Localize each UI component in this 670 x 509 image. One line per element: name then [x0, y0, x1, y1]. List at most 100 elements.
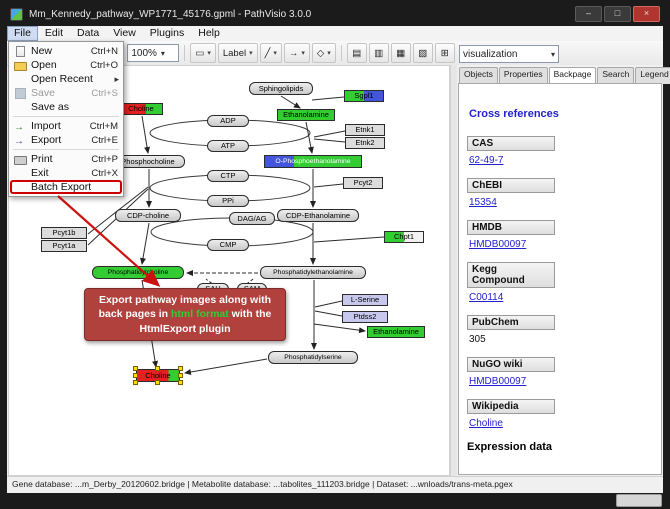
zoom-combobox[interactable]: 100% [127, 44, 180, 62]
align-right-icon[interactable]: ▦ [390, 43, 411, 63]
selection-handle[interactable] [155, 366, 160, 371]
close-button[interactable] [633, 6, 660, 22]
file-menu-item-label: Save as [31, 101, 69, 113]
pathway-node-ethanolamine-right[interactable]: Ethanolamine [367, 326, 425, 338]
xref-section-header: HMDB [467, 220, 555, 235]
pathway-node-phosphatidylserine[interactable]: Phosphatidylserine [268, 351, 358, 364]
file-menu-shortcut: Ctrl+S [91, 87, 118, 99]
pathway-node-ctp[interactable]: CTP [207, 170, 249, 182]
pathway-edge [140, 222, 150, 265]
menu-view[interactable]: View [113, 27, 136, 39]
datanode-tool-icon: ▭ [195, 47, 205, 59]
xref-link[interactable]: 62-49-7 [469, 155, 504, 166]
selection-handle[interactable] [133, 366, 138, 371]
pathway-node-etnk2[interactable]: Etnk2 [345, 137, 385, 149]
selection-handle[interactable] [178, 380, 183, 385]
xref-link[interactable]: C00114 [469, 292, 504, 303]
xref-link[interactable]: Choline [469, 418, 503, 429]
selection-handle[interactable] [178, 372, 183, 378]
connector-tool-icon: → [288, 47, 299, 59]
pathway-node-chpt1[interactable]: Chpt1 [384, 231, 424, 243]
menubar: File Edit Data View Plugins Help [7, 26, 663, 42]
pathway-node-o-phosphoethanolamine[interactable]: O-Phosphoethanolamine [264, 155, 362, 168]
pathway-node-phosphocholine[interactable]: Phosphocholine [111, 155, 185, 168]
group-icon: ⊞ [440, 47, 449, 59]
file-menu-item-open-recent[interactable]: Open Recent [10, 72, 122, 86]
pathway-node-dag[interactable]: DAG/AG [229, 212, 275, 225]
menu-edit[interactable]: Edit [44, 27, 64, 39]
pathway-node-atp[interactable]: ATP [207, 140, 249, 152]
distribute-icon[interactable]: ▧ [412, 43, 433, 63]
datanode-tool[interactable]: ▭ [190, 43, 216, 63]
xref-section-header: PubChem [467, 315, 555, 330]
tab-legend[interactable]: Legend [635, 67, 670, 84]
file-menu-item-save-as[interactable]: Save as [10, 100, 122, 114]
resize-grip[interactable] [616, 494, 662, 507]
pathway-node-cmp[interactable]: CMP [207, 239, 249, 251]
xref-link[interactable]: HMDB00097 [469, 376, 527, 387]
maximize-button[interactable] [604, 6, 631, 22]
menu-plugins[interactable]: Plugins [149, 27, 185, 39]
file-menu-shortcut: Ctrl+E [91, 134, 118, 146]
pathway-node-ethanolamine-top[interactable]: Ethanolamine [277, 109, 335, 121]
pathway-node-pcyt1a[interactable]: Pcyt1a [41, 240, 87, 252]
pathway-node-sphingolipids[interactable]: Sphingolipids [249, 82, 313, 95]
selection-handle[interactable] [133, 372, 138, 378]
file-menu-item-batch-export[interactable]: Batch Export [10, 180, 122, 194]
xref-section-header: Kegg Compound [467, 262, 555, 288]
selection-handle[interactable] [155, 380, 160, 385]
group-icon[interactable]: ⊞ [434, 43, 455, 63]
visualization-combobox[interactable]: visualization [459, 45, 559, 63]
pathway-node-ptdss2[interactable]: Ptdss2 [342, 311, 388, 323]
menu-file[interactable]: File [7, 26, 38, 41]
tab-objects[interactable]: Objects [459, 67, 498, 84]
xref-section-header: ChEBI [467, 178, 555, 193]
pathway-node-phosphatidylethanolamine[interactable]: Phosphatidylethanolamine [260, 266, 366, 279]
tab-properties[interactable]: Properties [498, 67, 548, 84]
pathway-node-pcyt1b[interactable]: Pcyt1b [41, 227, 87, 239]
align-right-icon: ▦ [396, 47, 406, 59]
file-menu-item-label: New [31, 45, 53, 57]
xref-link[interactable]: HMDB00097 [469, 239, 527, 250]
pathway-node-cdp-choline[interactable]: CDP-choline [115, 209, 181, 222]
line-tool[interactable]: ╱ [259, 43, 282, 63]
connector-tool[interactable]: → [283, 43, 310, 63]
file-menu-shortcut: Ctrl+O [90, 59, 118, 71]
menu-data[interactable]: Data [77, 27, 100, 39]
xref-link[interactable]: 15354 [469, 197, 497, 208]
label-tool[interactable]: Label [217, 43, 258, 63]
minimize-button[interactable] [575, 6, 602, 22]
selection-handle[interactable] [133, 380, 138, 385]
annotation-callout: Export pathway images along with back pa… [84, 288, 286, 341]
selection-handle[interactable] [178, 366, 183, 371]
pathway-node-cdp-ethanolamine[interactable]: CDP-Ethanolamine [277, 209, 359, 222]
pathway-node-l-serine[interactable]: L-Serine [342, 294, 388, 306]
pathway-node-ppi[interactable]: PPi [207, 195, 249, 207]
tab-backpage[interactable]: Backpage [548, 67, 597, 84]
xref-section-header: Wikipedia [467, 399, 555, 414]
pathway-node-choline-top[interactable]: Choline [119, 103, 163, 115]
file-menu-item-label: Open Recent [31, 73, 93, 85]
shape-tool[interactable]: ◇ [311, 43, 336, 63]
align-left-icon[interactable]: ▤ [346, 43, 367, 63]
pathway-node-adp[interactable]: ADP [207, 115, 249, 127]
pathway-edge [313, 323, 366, 334]
align-center-icon[interactable]: ▥ [368, 43, 389, 63]
menu-help[interactable]: Help [198, 27, 220, 39]
tab-search[interactable]: Search [597, 67, 635, 84]
pathway-node-etnk1[interactable]: Etnk1 [345, 124, 385, 136]
pathway-node-phosphatidylcholine[interactable]: Phosphatidylcholine [92, 266, 184, 279]
pathway-node-sgpl1[interactable]: Sgpl1 [344, 90, 384, 102]
tool-buttons: ▭ Label╱ → ◇ [190, 43, 336, 63]
pathway-node-pcyt2[interactable]: Pcyt2 [343, 177, 383, 189]
cross-references-heading: Cross references [469, 108, 559, 120]
